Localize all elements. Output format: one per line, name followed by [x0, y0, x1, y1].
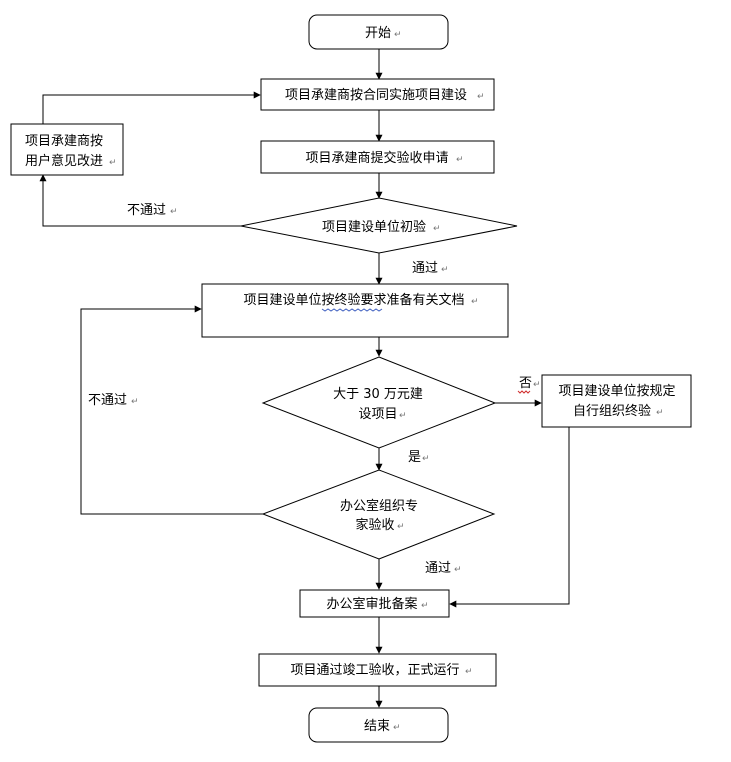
self-organize-step: 项目建设单位按规定 自行组织终验 ↵ [541, 374, 692, 428]
paragraph-mark: ↵ [656, 408, 664, 418]
paragraph-mark: ↵ [454, 565, 462, 575]
prepare-docs-label: 项目建设单位按终验要求准备有关文档 [243, 292, 464, 308]
paragraph-mark: ↵ [471, 297, 479, 307]
start-label: 开始 [365, 26, 391, 41]
paragraph-mark: ↵ [441, 265, 449, 275]
paragraph-mark: ↵ [399, 411, 407, 421]
pass-label-2: 通过 [425, 561, 451, 576]
start-node: 开始 ↵ [308, 14, 449, 50]
submit-step: 项目承建商提交验收申请 ↵ [260, 140, 495, 174]
end-node: 结束 ↵ [308, 707, 449, 743]
improve-label-line1: 项目承建商按 [25, 134, 103, 149]
paragraph-mark: ↵ [131, 397, 139, 407]
submit-label: 项目承建商提交验收申请 [305, 150, 448, 166]
paragraph-mark: ↵ [397, 522, 405, 532]
office-decision: 办公室组织专 家验收 ↵ [261, 469, 496, 560]
end-label: 结束 [364, 719, 390, 734]
complete-label: 项目通过竣工验收，正式运行 [290, 662, 459, 678]
paragraph-mark: ↵ [465, 667, 473, 677]
self-organize-label-line2: 自行组织终验 [573, 403, 651, 419]
construct-step: 项目承建商按合同实施项目建设 ↵ [260, 78, 495, 111]
improve-step: 项目承建商按 用户意见改进 ↵ [10, 123, 124, 176]
paragraph-mark: ↵ [421, 601, 429, 611]
paragraph-mark: ↵ [109, 158, 117, 168]
self-organize-label-line1: 项目建设单位按规定 [558, 384, 675, 399]
complete-step: 项目通过竣工验收，正式运行 ↵ [258, 653, 497, 687]
initial-decision-label: 项目建设单位初验 [322, 219, 426, 235]
amount-decision-label-line1: 大于 30 万元建 [333, 387, 423, 402]
spellcheck-underline [517, 390, 531, 394]
yes-label: 是 [408, 450, 421, 465]
fail-label-2: 不通过 [88, 393, 127, 408]
paragraph-mark: ↵ [393, 723, 401, 733]
approve-step: 办公室审批备案 ↵ [299, 589, 450, 618]
pass-label-1: 通过 [412, 261, 438, 276]
no-label: 否 [519, 376, 532, 391]
paragraph-mark: ↵ [533, 380, 541, 390]
amount-decision: 大于 30 万元建 设项目 ↵ [261, 356, 497, 449]
paragraph-mark: ↵ [456, 155, 464, 165]
prepare-docs-step: 项目建设单位按终验要求准备有关文档 ↵ [201, 283, 509, 338]
arrow-self-to-approve [449, 427, 570, 608]
paragraph-mark: ↵ [170, 207, 178, 217]
arrow-office-fail-to-docs [80, 305, 263, 515]
fail-label-1: 不通过 [127, 203, 166, 218]
improve-label-line2: 用户意见改进 [25, 153, 103, 169]
arrow-initial-fail-to-improve [39, 174, 241, 227]
office-decision-label-line1: 办公室组织专 [340, 498, 418, 514]
paragraph-mark: ↵ [477, 92, 485, 102]
amount-decision-label-line2: 设项目 [358, 407, 397, 422]
initial-decision: 项目建设单位初验 ↵ [240, 197, 518, 254]
spellcheck-underline [321, 308, 383, 312]
paragraph-mark: ↵ [433, 224, 441, 234]
arrow-improve-to-construct [42, 91, 261, 124]
office-decision-label-line2: 家验收 [355, 517, 394, 533]
construct-label: 项目承建商按合同实施项目建设 [285, 88, 467, 103]
connectors [39, 49, 570, 708]
paragraph-mark: ↵ [394, 30, 402, 40]
approve-label: 办公室审批备案 [326, 596, 417, 612]
paragraph-mark: ↵ [422, 454, 430, 464]
